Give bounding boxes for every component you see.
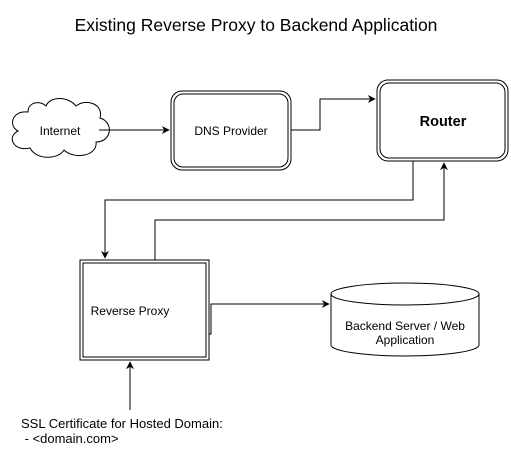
edge-proxy-to-backend — [209, 300, 330, 335]
edge-dns-to-router — [291, 95, 376, 131]
internet-label: Internet — [40, 124, 81, 138]
router-outer — [376, 79, 509, 162]
backend-cylinder-body — [330, 294, 480, 357]
backend-server-node: Backend Server / Web Application — [330, 282, 480, 357]
reverse-proxy-node: Reverse Proxy — [79, 259, 210, 361]
router-inner — [379, 82, 506, 159]
backend-label-line2: Application — [376, 333, 435, 347]
internet-cloud-shape — [11, 98, 110, 158]
diagram-title: Existing Reverse Proxy to Backend Applic… — [75, 15, 438, 35]
ssl-note-line1: SSL Certificate for Hosted Domain: — [21, 416, 223, 431]
router-node: Router — [376, 79, 509, 162]
reverse-proxy-inner — [82, 262, 207, 358]
internet-node: Internet — [11, 98, 110, 158]
router-label: Router — [420, 114, 467, 130]
reverse-proxy-label: Reverse Proxy — [91, 304, 170, 318]
edge-router-to-proxy — [101, 161, 414, 259]
ssl-note-line2: - <domain.com> — [21, 431, 119, 446]
edge-proxy-to-router — [154, 162, 448, 260]
dns-provider-inner — [173, 93, 289, 168]
backend-label-line1: Backend Server / Web — [345, 319, 465, 333]
dns-provider-label: DNS Provider — [194, 124, 267, 138]
backend-cylinder-top — [330, 282, 480, 306]
dns-provider-node: DNS Provider — [170, 90, 292, 171]
reverse-proxy-outer — [79, 259, 210, 361]
